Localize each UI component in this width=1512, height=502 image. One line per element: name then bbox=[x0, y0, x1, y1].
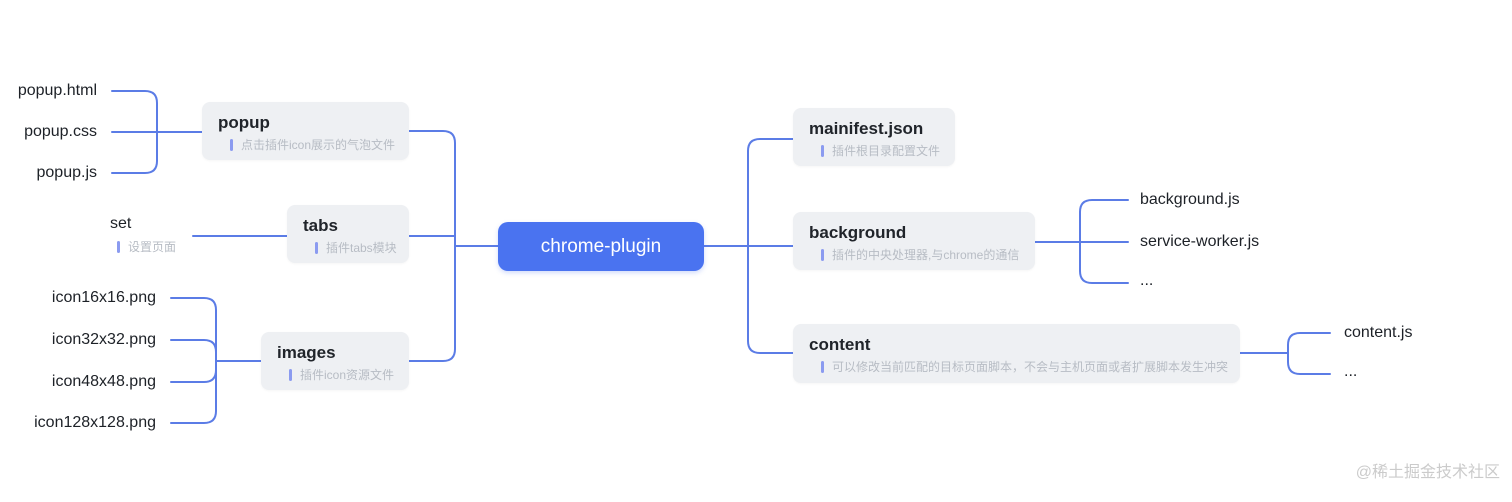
leaf-icon128[interactable]: icon128x128.png bbox=[34, 414, 156, 431]
edge-icon128 bbox=[170, 360, 217, 424]
node-background[interactable]: background 插件的中央处理器,与chrome的通信 bbox=[793, 212, 1035, 270]
node-set-title: set bbox=[110, 215, 132, 232]
watermark: @稀土掘金技术社区 bbox=[1355, 464, 1500, 481]
node-set[interactable]: set 设置页面 bbox=[110, 214, 176, 255]
node-images-title: images bbox=[277, 343, 336, 362]
node-root[interactable]: chrome-plugin bbox=[498, 222, 704, 271]
edge-popup-js bbox=[111, 131, 158, 174]
desc-accent-bar bbox=[117, 241, 120, 253]
leaf-popup-css[interactable]: popup.css bbox=[24, 123, 97, 140]
desc-accent-bar bbox=[289, 369, 292, 381]
desc-accent-bar bbox=[821, 145, 824, 157]
leaf-background-js[interactable]: background.js bbox=[1140, 191, 1240, 208]
node-content[interactable]: content 可以修改当前匹配的目标页面脚本，不会与主机页面或者扩展脚本发生冲… bbox=[793, 324, 1240, 383]
node-images[interactable]: images 插件icon资源文件 bbox=[261, 332, 409, 390]
leaf-icon32[interactable]: icon32x32.png bbox=[51, 331, 156, 348]
desc-accent-bar bbox=[315, 242, 318, 254]
node-set-desc: 设置页面 bbox=[128, 240, 177, 254]
node-tabs[interactable]: tabs 插件tabs模块 bbox=[287, 205, 409, 263]
edge-root-content bbox=[747, 245, 794, 354]
edge-background-js bbox=[1079, 199, 1129, 243]
node-background-title: background bbox=[809, 223, 907, 242]
leaf-content-more[interactable]: ... bbox=[1344, 363, 1358, 380]
node-popup[interactable]: popup 点击插件icon展示的气泡文件 bbox=[202, 102, 409, 160]
desc-accent-bar bbox=[821, 361, 824, 373]
node-root-label: chrome-plugin bbox=[540, 235, 662, 257]
desc-accent-bar bbox=[821, 249, 824, 261]
node-manifest-title: mainifest.json bbox=[809, 119, 924, 138]
edge-content-js bbox=[1287, 332, 1331, 354]
leaf-icon48[interactable]: icon48x48.png bbox=[51, 373, 156, 390]
node-tabs-desc: 插件tabs模块 bbox=[326, 241, 397, 255]
edge-root-manifest bbox=[747, 138, 794, 247]
edge-background-more bbox=[1079, 241, 1129, 284]
node-manifest[interactable]: mainifest.json 插件根目录配置文件 bbox=[793, 108, 955, 166]
node-background-desc: 插件的中央处理器,与chrome的通信 bbox=[832, 248, 1020, 262]
leaf-content-js[interactable]: content.js bbox=[1344, 324, 1413, 341]
node-content-title: content bbox=[809, 335, 871, 354]
node-content-desc: 可以修改当前匹配的目标页面脚本，不会与主机页面或者扩展脚本发生冲突 bbox=[832, 360, 1229, 374]
leaf-background-more[interactable]: ... bbox=[1140, 272, 1154, 289]
edge-content-more bbox=[1287, 352, 1331, 375]
edge-popup-html bbox=[111, 90, 158, 133]
node-images-desc: 插件icon资源文件 bbox=[300, 368, 395, 382]
leaf-service-worker[interactable]: service-worker.js bbox=[1140, 233, 1260, 250]
leaf-popup-html[interactable]: popup.html bbox=[17, 82, 97, 99]
edge-icon48 bbox=[170, 360, 217, 383]
node-tabs-title: tabs bbox=[303, 216, 338, 235]
desc-accent-bar bbox=[230, 139, 233, 151]
leaf-icon16[interactable]: icon16x16.png bbox=[51, 289, 156, 306]
edge-popup-root bbox=[408, 130, 456, 247]
leaf-popup-js[interactable]: popup.js bbox=[36, 164, 98, 181]
node-manifest-desc: 插件根目录配置文件 bbox=[832, 144, 941, 158]
edge-icon32 bbox=[170, 339, 217, 362]
node-popup-desc: 点击插件icon展示的气泡文件 bbox=[241, 138, 396, 152]
node-popup-title: popup bbox=[218, 113, 270, 132]
edge-icon16 bbox=[170, 297, 217, 362]
edge-images-root bbox=[408, 245, 456, 362]
